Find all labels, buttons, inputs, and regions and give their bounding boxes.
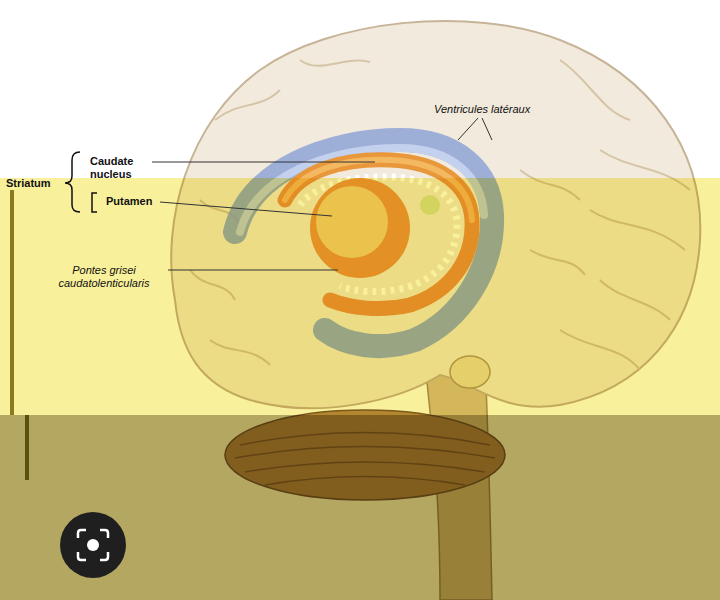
ventricle-label: Ventricules latéraux [432, 103, 532, 116]
part-label: Putamen [106, 195, 152, 208]
yellow-band [0, 178, 720, 415]
part-label: Pontes grisei caudatolenticularis [40, 264, 168, 290]
part-label: Caudate nucleus [90, 155, 150, 181]
edge-line [25, 415, 29, 480]
edge-line [10, 190, 14, 415]
lens-icon-dot [87, 539, 99, 551]
lens-icon-frame [78, 530, 108, 560]
putamen-bracket [92, 193, 97, 212]
leader-line [152, 162, 375, 163]
leader-line [168, 270, 338, 271]
leader-line [160, 202, 332, 216]
striatum-bracket [65, 152, 80, 212]
group-label: Striatum [6, 177, 51, 190]
lens-icon [60, 512, 126, 578]
olive-band [0, 415, 720, 600]
leader-line [458, 118, 492, 140]
